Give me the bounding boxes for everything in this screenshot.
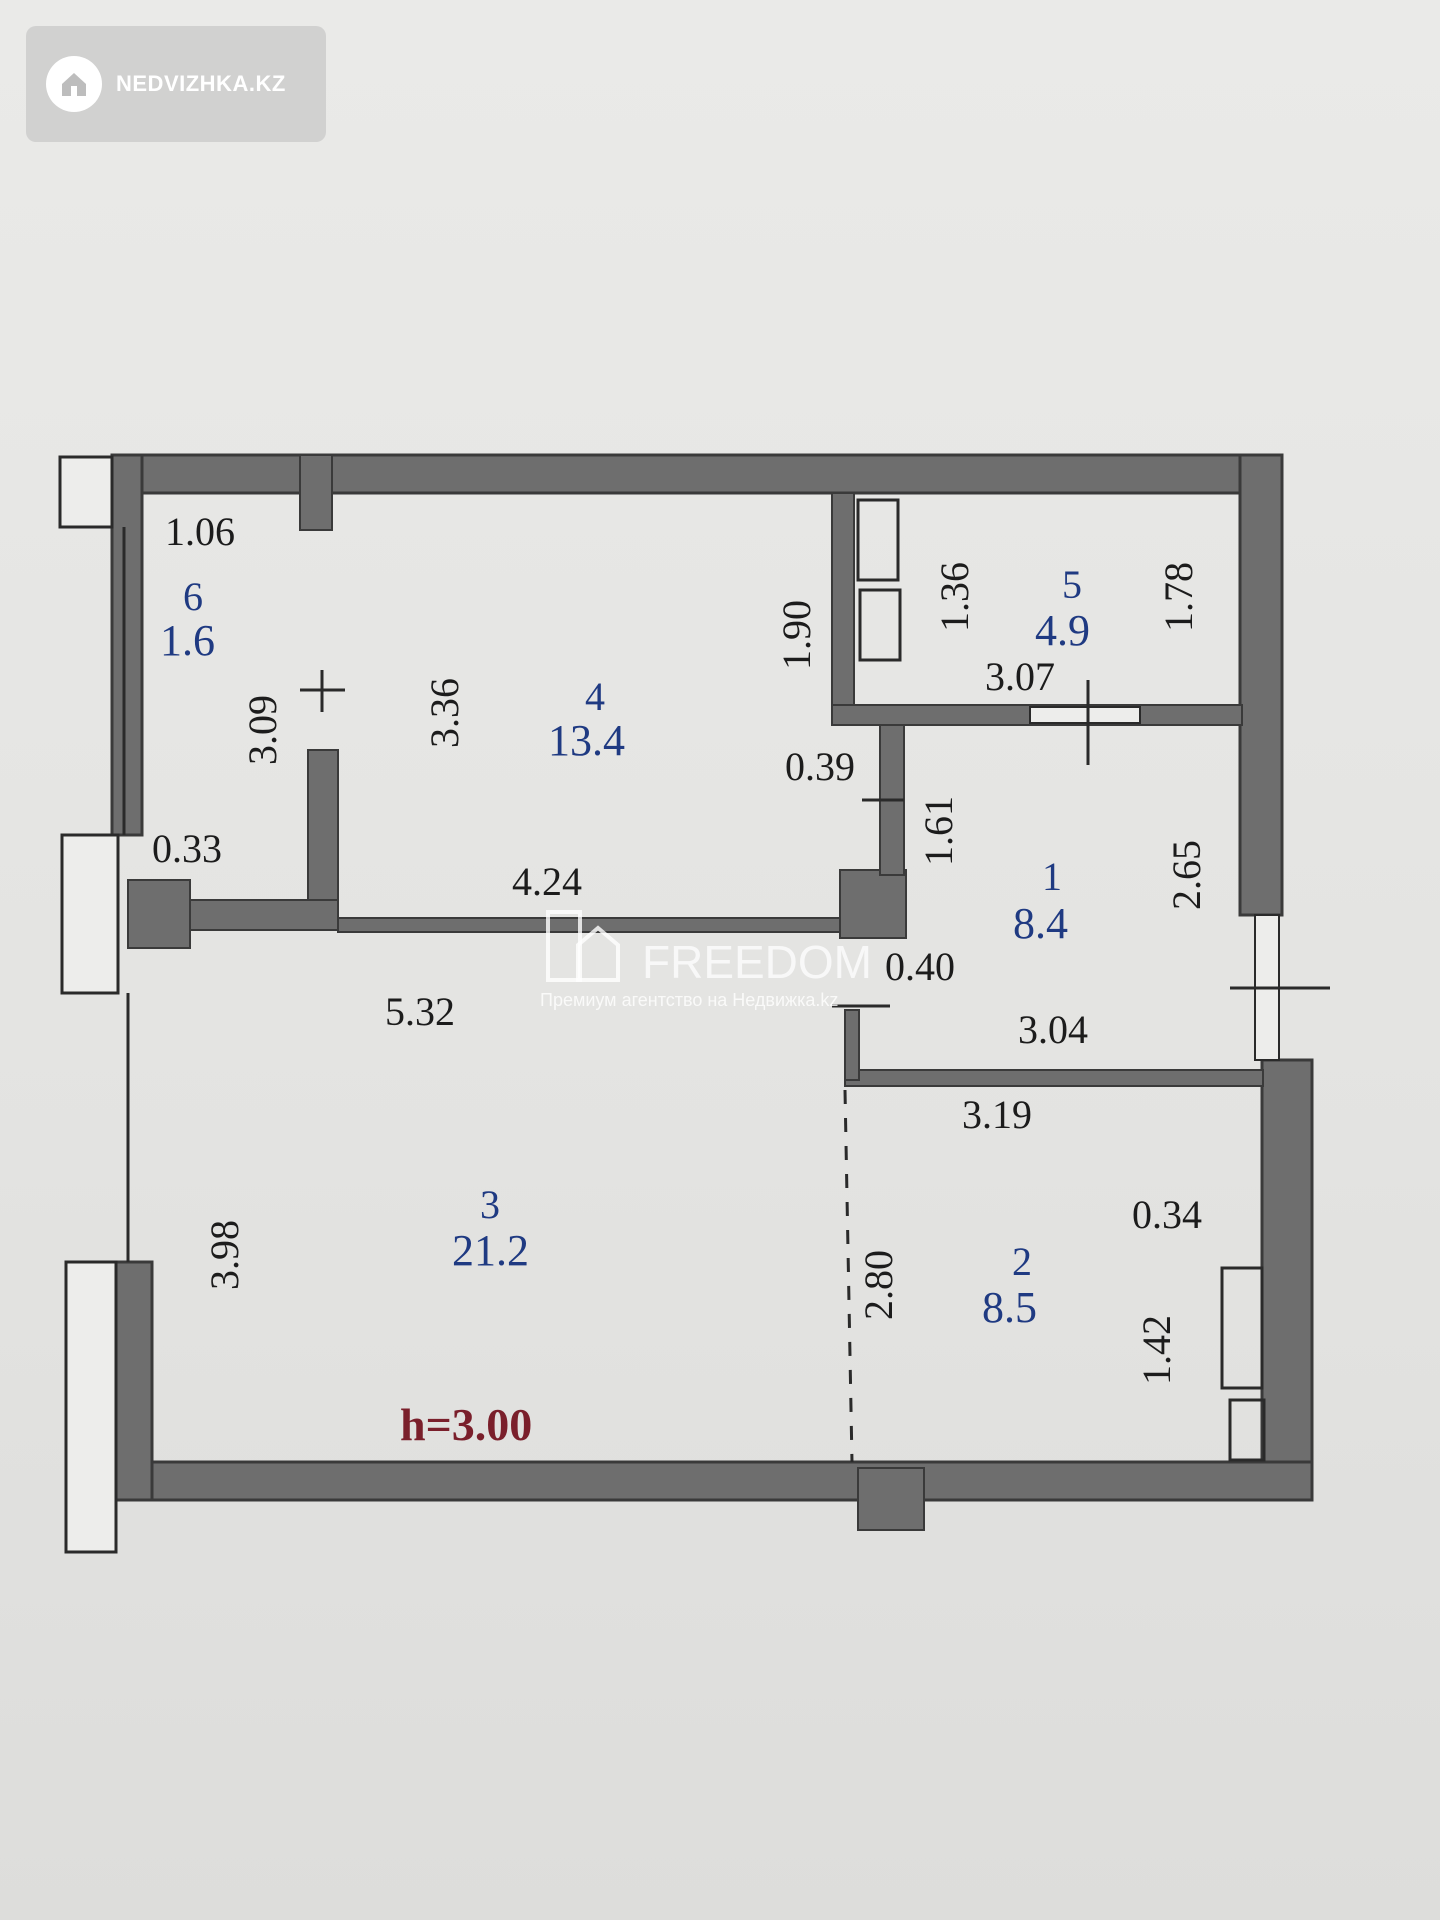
window-mid-left [60,833,120,995]
freedom-watermark: FREEDOM Премиум агентство на Недвижка.kz [540,910,872,1010]
dim-r3-top: 5.32 [385,989,455,1034]
pillar-center [839,869,907,939]
dim-r5-left: 1.36 [932,562,977,632]
wall-hall-bottom [844,1069,1264,1087]
room-5-area: 4.9 [1035,606,1090,655]
wall-bath-left [831,492,855,724]
dim-r5-bottom: 3.07 [985,654,1055,699]
wall-bottom [138,1460,1314,1502]
dim-r2-right: 1.42 [1134,1315,1179,1385]
dim-r1-corner: 0.40 [885,944,955,989]
toilet-icon [858,588,902,662]
walls [110,453,1314,1502]
room-6-number: 6 [183,574,203,619]
dim-r5-right: 1.78 [1156,562,1201,632]
house-logo-icon [46,56,102,112]
freedom-tagline: Премиум агентство на Недвижка.kz [540,990,838,1010]
room-2-number: 2 [1012,1239,1032,1284]
dim-r3-side: 3.98 [202,1220,247,1290]
site-watermark-badge: NEDVIZHKA.KZ [26,26,326,142]
room-1-area: 8.4 [1013,899,1068,948]
dim-r4-bottom: 4.24 [512,859,582,904]
room-4-area: 13.4 [548,716,625,765]
wall-right-lower [1260,1058,1314,1502]
dim-r1-gap: 0.39 [785,744,855,789]
bath-door-opening [1029,706,1141,724]
dim-r6-top: 1.06 [165,509,235,554]
wall-hall-leftlow [844,1009,860,1081]
pillar-bottom [857,1467,925,1531]
dim-r4-side: 3.36 [422,678,467,748]
dim-r6-side: 3.09 [240,695,285,765]
site-name: NEDVIZHKA.KZ [116,71,286,96]
room-6-area: 1.6 [160,616,215,665]
dim-r2-left: 2.80 [856,1250,901,1320]
room-1-number: 1 [1042,854,1062,899]
freedom-agency-name: FREEDOM [642,936,872,988]
wall-top [110,453,1266,495]
kitchen-zone-line [843,1089,854,1463]
ceiling-height-label: h=3.00 [400,1399,532,1450]
freedom-house-icon [576,925,620,982]
dim-r1-left: 1.61 [916,796,961,866]
wall-left-lower [110,1260,154,1502]
dim-r2-top: 3.19 [962,1092,1032,1137]
room-3-area: 21.2 [452,1226,529,1275]
windows [58,455,130,1554]
window-bottom-left [64,1260,118,1554]
bathtub-icon [856,498,900,582]
pillar-left [127,879,191,949]
dim-r2-corner: 0.34 [1132,1192,1202,1237]
washer-icon [1220,1266,1264,1390]
sink-icon [1228,1398,1266,1462]
room-2-area: 8.5 [982,1283,1037,1332]
bath-fixtures [856,498,1266,1462]
dim-r1-bottom: 3.04 [1018,1007,1088,1052]
wall-right-upper [1238,453,1284,917]
wall-left-upper [110,453,144,837]
wall-wardrobe-top-pillar [299,454,333,531]
dim-r4-right: 1.90 [774,600,819,670]
room-3-number: 3 [480,1182,500,1227]
dim-r1-right: 2.65 [1164,840,1209,910]
room-4-number: 4 [585,674,605,719]
window-top-left [58,455,114,529]
dim-r6-bottom: 0.33 [152,826,222,871]
room-5-number: 5 [1062,562,1082,607]
